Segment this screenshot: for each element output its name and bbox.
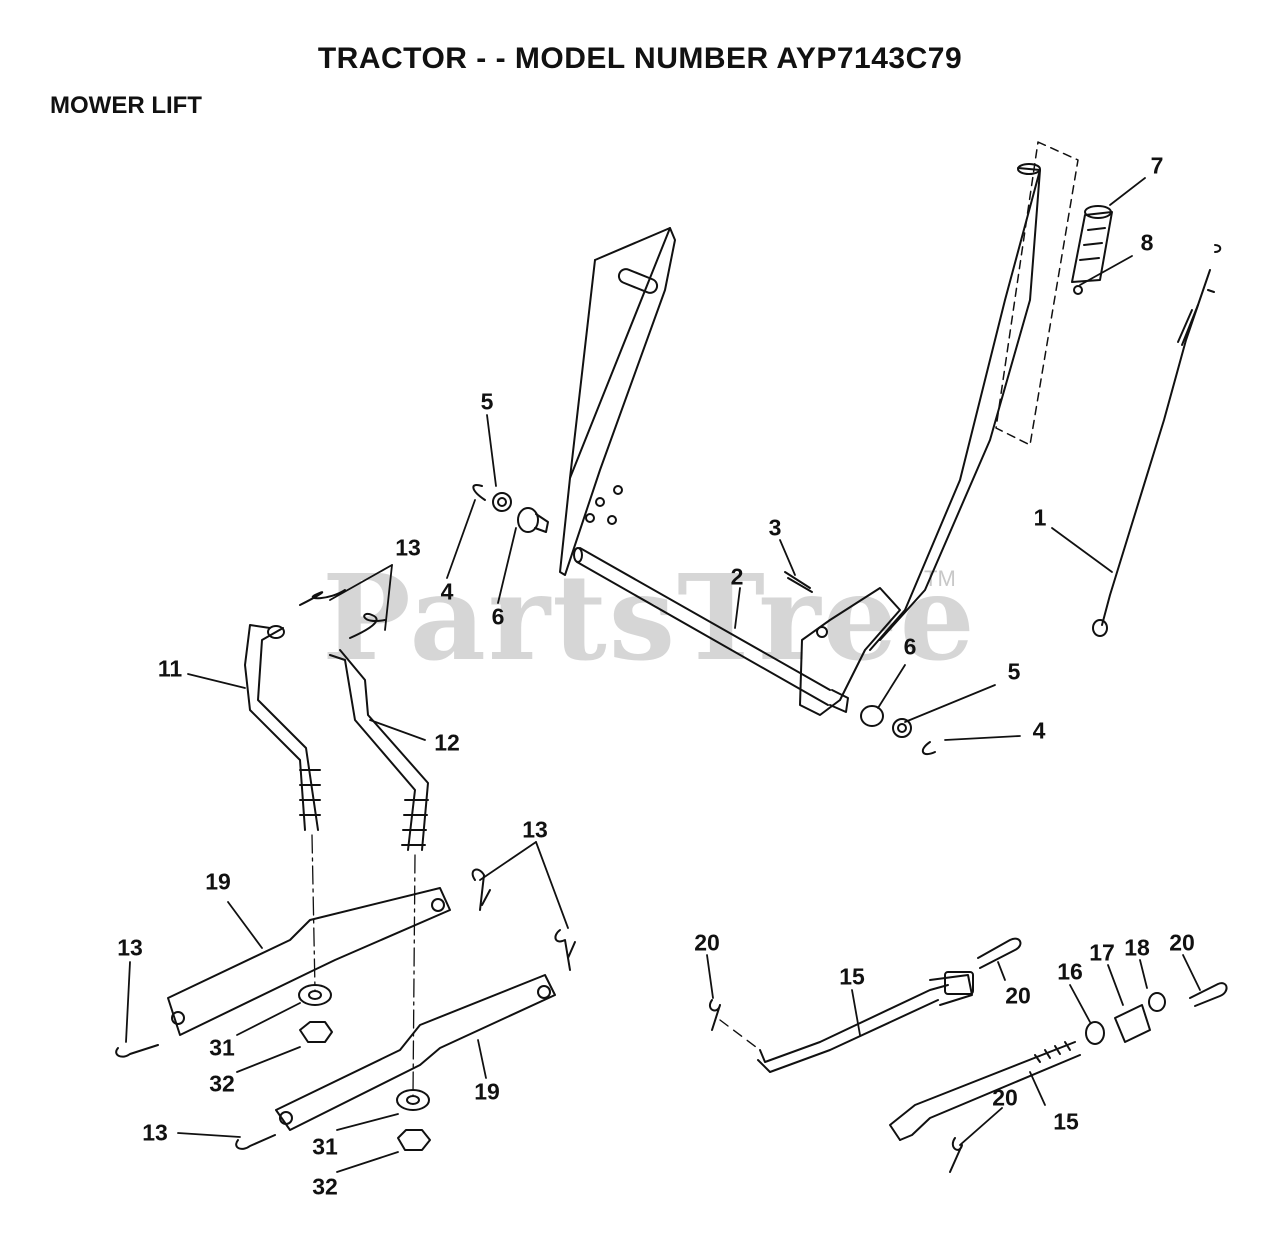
callout-6: 6 [903,633,917,660]
section-heading: MOWER LIFT [50,92,202,119]
callout-8: 8 [1140,229,1154,256]
lift-link-11 [244,624,321,831]
lift-arm-lower [275,974,556,1131]
watermark: PartsTree [322,548,977,687]
callout-20: 20 [1169,929,1195,956]
callout-15: 15 [1053,1108,1079,1135]
callout-16: 16 [1057,958,1083,985]
centerlines [311,834,416,1096]
callout-2: 2 [730,563,744,590]
callout-17: 17 [1089,939,1115,966]
rod-15-lower [889,992,1166,1141]
callout-3: 3 [768,514,782,541]
cotter-pin-3 [784,571,813,593]
callout-19: 19 [205,868,231,895]
callout-12: 12 [434,729,460,756]
callout-31: 31 [209,1034,235,1061]
dashed-rod-link [719,1019,761,1051]
mounting-plate [559,227,676,576]
lift-lever [799,163,1041,716]
callout-4: 4 [1032,717,1046,744]
lift-arm-upper [167,887,451,1036]
callout-20: 20 [1005,982,1031,1009]
callout-5: 5 [480,388,494,415]
callout-1: 1 [1033,504,1047,531]
callout-19: 19 [474,1078,500,1105]
callout-31: 31 [312,1133,338,1160]
callout-20: 20 [992,1084,1018,1111]
washers-and-bushings [472,484,936,756]
callout-4: 4 [440,578,454,605]
callout-15: 15 [839,963,865,990]
callout-20: 20 [694,929,720,956]
callout-5: 5 [1007,658,1021,685]
handle-grip [1071,205,1113,295]
callout-13: 13 [117,934,143,961]
callout-6: 6 [491,603,505,630]
callout-13: 13 [142,1119,168,1146]
hairpin-clips [115,589,576,1150]
callout-11: 11 [157,655,183,682]
callout-32: 32 [209,1070,235,1097]
adjustment-rod [1092,244,1222,637]
callout-18: 18 [1124,934,1150,961]
leader-lines [125,177,1201,1173]
cross-shaft [573,547,849,713]
callout-13: 13 [395,534,421,561]
spacers-and-nuts [298,984,431,1151]
lift-link-12 [329,649,429,851]
phantom-handle-outline [995,141,1079,446]
callout-13: 13 [522,816,548,843]
cotter-pins-20 [709,937,1228,1173]
callout-7: 7 [1150,152,1164,179]
rod-15-upper [757,971,974,1073]
callout-32: 32 [312,1173,338,1200]
page-title: TRACTOR - - MODEL NUMBER AYP7143C79 [317,42,963,75]
